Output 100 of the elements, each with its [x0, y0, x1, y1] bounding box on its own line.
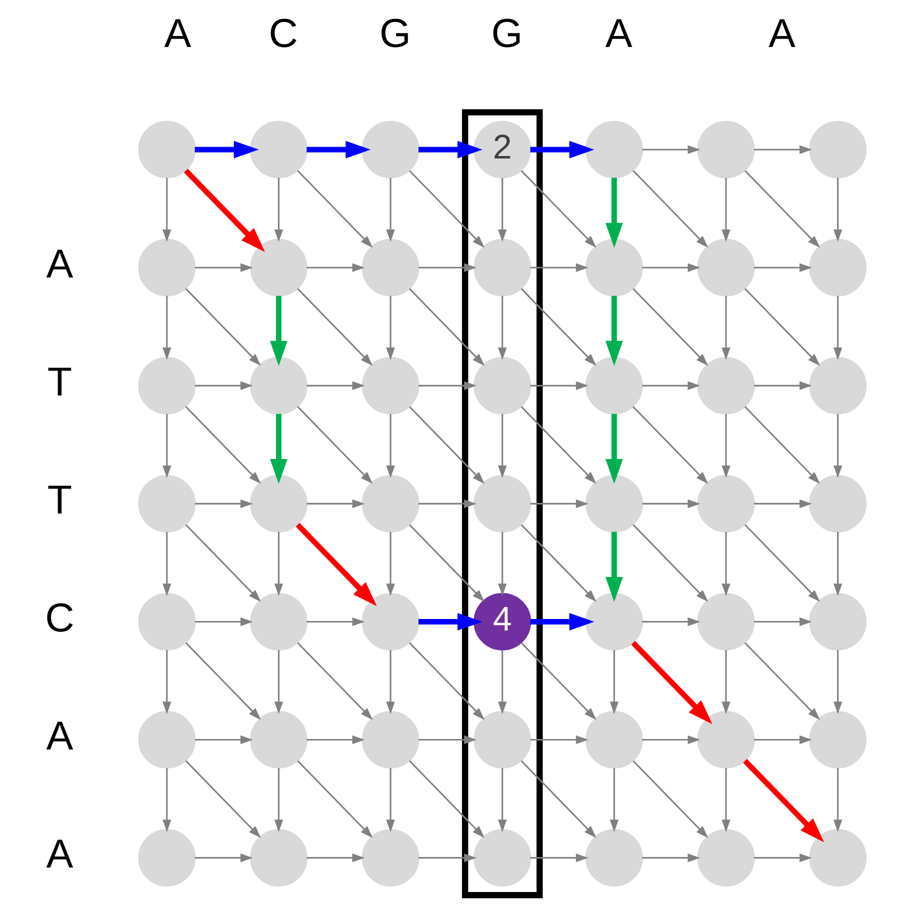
- arrow: [270, 414, 288, 484]
- arrow: [408, 524, 485, 602]
- arrow: [520, 170, 596, 248]
- arrow: [498, 768, 507, 832]
- node-circle: [585, 593, 643, 650]
- arrow: [498, 178, 507, 242]
- label: A: [46, 830, 74, 877]
- label: A: [46, 712, 74, 759]
- arrow: [743, 758, 824, 842]
- cluster: [462, 109, 543, 898]
- node-circle: [809, 711, 867, 769]
- arrow: [184, 168, 265, 252]
- node-circle: [250, 356, 308, 414]
- label: T: [47, 476, 72, 522]
- label: G: [491, 10, 523, 56]
- arrow: [162, 178, 172, 242]
- node-circle: [474, 474, 532, 532]
- arrow: [274, 532, 284, 596]
- arrow: [833, 532, 842, 596]
- node-circle: [362, 238, 420, 296]
- arrow: [185, 760, 261, 838]
- arrow: [744, 406, 820, 484]
- arrow: [297, 642, 373, 720]
- node-circle: [250, 829, 308, 887]
- arrow: [833, 178, 842, 242]
- label: A: [164, 10, 192, 56]
- arrow: [642, 617, 700, 626]
- arrow: [418, 613, 482, 630]
- arrow: [754, 145, 812, 154]
- node-circle: [362, 829, 420, 887]
- node-circle: [138, 474, 196, 532]
- arrow: [520, 524, 596, 602]
- node-circle: [250, 711, 308, 769]
- arrow: [162, 650, 172, 714]
- node-circle: [474, 238, 532, 296]
- node-circle: [250, 238, 308, 296]
- node-circle: [138, 120, 196, 178]
- node-circle: [362, 356, 420, 414]
- arrow: [306, 617, 365, 626]
- arrow: [833, 296, 842, 360]
- arrow: [722, 414, 730, 478]
- label: A: [605, 10, 632, 56]
- arrow: [754, 617, 812, 626]
- arrow: [498, 296, 507, 360]
- arrow: [306, 381, 365, 390]
- label: C: [268, 10, 298, 56]
- arrow: [306, 735, 365, 744]
- node-circle: [809, 829, 867, 887]
- arrow: [185, 288, 261, 366]
- arrow: [754, 381, 812, 390]
- arrow: [194, 853, 253, 862]
- arrow: [185, 642, 261, 720]
- arrow: [754, 263, 812, 272]
- node-circle: [697, 711, 755, 769]
- node-circle: 4: [474, 593, 532, 650]
- arrow: [418, 381, 477, 390]
- arrow: [632, 524, 708, 602]
- arrow: [642, 263, 700, 272]
- arrow: [722, 296, 730, 360]
- arrow: [386, 296, 395, 360]
- node-circle: [697, 120, 755, 178]
- arrow: [498, 414, 507, 478]
- arrow: [722, 178, 730, 242]
- arrow: [520, 406, 596, 484]
- arrow: [833, 650, 842, 714]
- node-circle: [697, 356, 755, 414]
- node-circle: [697, 474, 755, 532]
- arrow: [754, 499, 812, 508]
- node-circle: [697, 829, 755, 887]
- arrow: [185, 524, 261, 602]
- arrow: [408, 170, 485, 248]
- arrow: [605, 178, 623, 248]
- node-circle: [138, 356, 196, 414]
- arrow: [610, 768, 619, 832]
- node-circle: [809, 356, 867, 414]
- arrow: [520, 288, 596, 366]
- arrow: [498, 532, 507, 596]
- node-circle: [138, 593, 196, 650]
- arrow: [194, 381, 253, 390]
- arrow: [632, 170, 708, 248]
- arrow: [744, 524, 820, 602]
- arrow: [162, 768, 172, 832]
- node-circle: [585, 120, 643, 178]
- arrow: [194, 263, 253, 272]
- arrow: [530, 140, 594, 158]
- node-circle: [697, 238, 755, 296]
- arrow: [722, 532, 730, 596]
- node-circle: [250, 474, 308, 532]
- arrow: [194, 735, 253, 744]
- node-circle: [697, 593, 755, 650]
- arrow: [530, 613, 594, 630]
- arrow: [386, 178, 395, 242]
- node-circle: [362, 120, 420, 178]
- arrow: [530, 381, 588, 390]
- node-circle: [809, 120, 867, 178]
- arrow: [386, 414, 395, 478]
- node-circle: [362, 474, 420, 532]
- arrow: [530, 853, 588, 862]
- node-circle: [250, 120, 308, 178]
- arrow: [274, 178, 284, 242]
